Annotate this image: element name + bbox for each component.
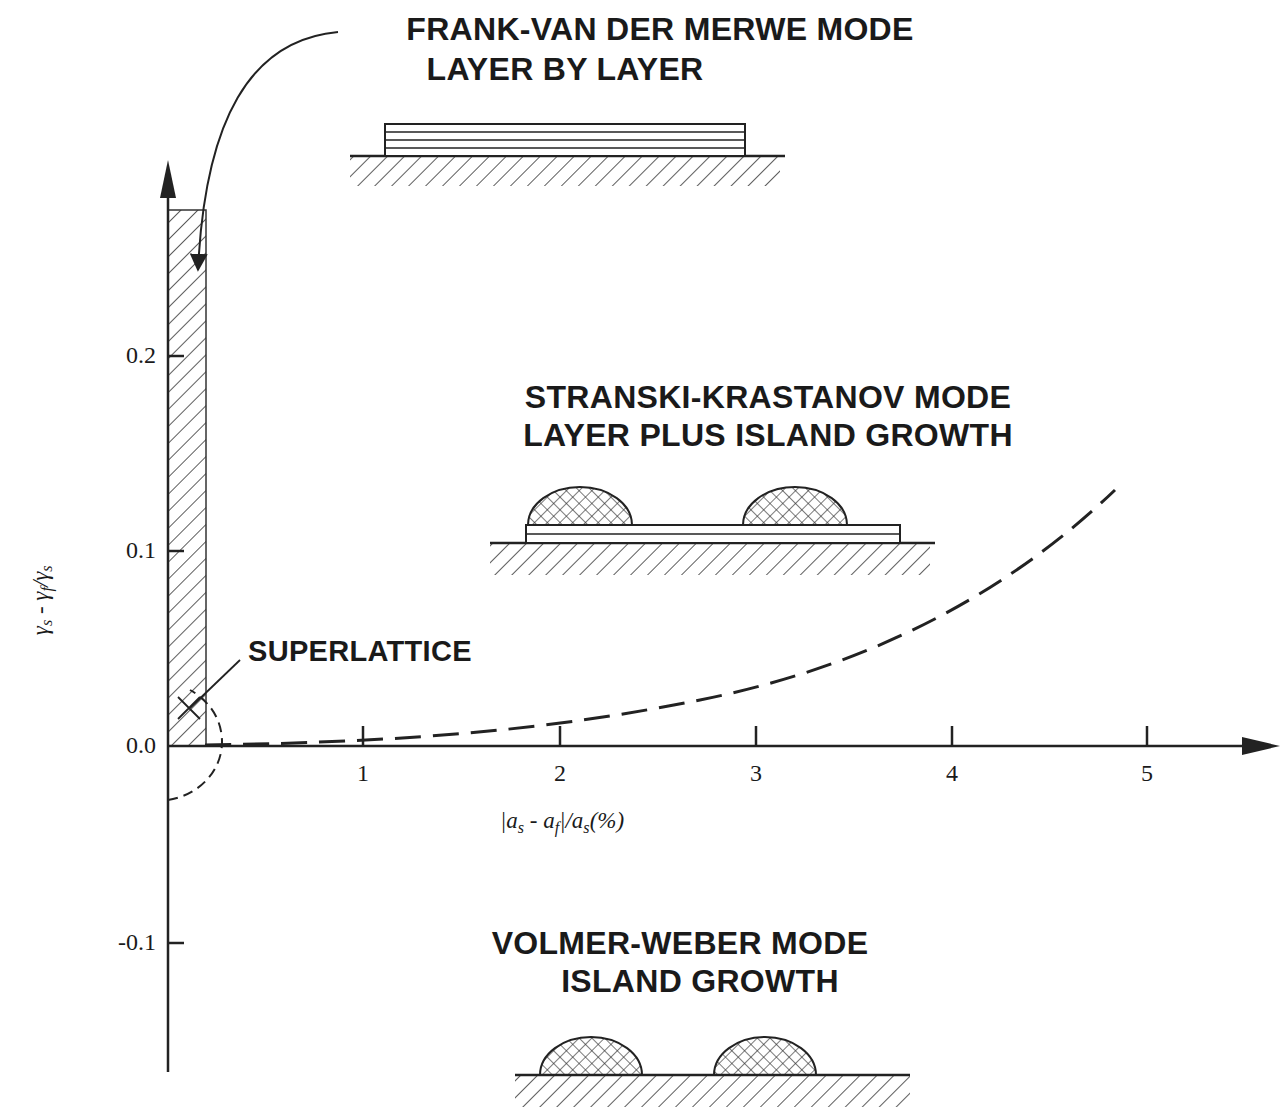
x-axis-arrow [1242, 737, 1280, 755]
boundary-curve [205, 490, 1115, 745]
y-axis [167, 180, 170, 1072]
tick-label: 1 [357, 760, 369, 786]
tick-label: 0.0 [126, 732, 156, 758]
y-axis-arrow [160, 160, 176, 198]
superlattice-mark [178, 697, 200, 719]
tick-label: 0.1 [126, 537, 156, 563]
tick-label: 2 [554, 760, 566, 786]
tick-label: 3 [750, 760, 762, 786]
mode-title: VOLMER-WEBER MODE [492, 926, 869, 961]
fvdm-region [168, 210, 206, 746]
axis-title: |as - af|/as(%) [500, 808, 624, 837]
superlattice-region [168, 690, 222, 800]
region-label: SUPERLATTICE [248, 636, 472, 668]
tick-label: 5 [1141, 760, 1153, 786]
mode-description: LAYER BY LAYER [427, 52, 704, 87]
island-growth-sketch [515, 1037, 910, 1107]
layer-plus-island-sketch [490, 487, 935, 575]
mode-title: STRANSKI-KRASTANOV MODE [525, 380, 1011, 415]
axis-ticks [168, 356, 1147, 943]
mode-description: LAYER PLUS ISLAND GROWTH [523, 418, 1013, 453]
tick-label: 0.2 [126, 342, 156, 368]
tick-label: -0.1 [118, 929, 156, 955]
layer-by-layer-sketch [350, 124, 785, 186]
mode-title: FRANK-VAN DER MERWE MODE [406, 12, 913, 47]
x-axis [168, 745, 1250, 748]
tick-label: 4 [946, 760, 958, 786]
pointer-arrow [198, 32, 338, 270]
axis-title: γs - γf/γs [28, 565, 57, 635]
mode-description: ISLAND GROWTH [561, 964, 839, 999]
leader-line [190, 660, 240, 708]
